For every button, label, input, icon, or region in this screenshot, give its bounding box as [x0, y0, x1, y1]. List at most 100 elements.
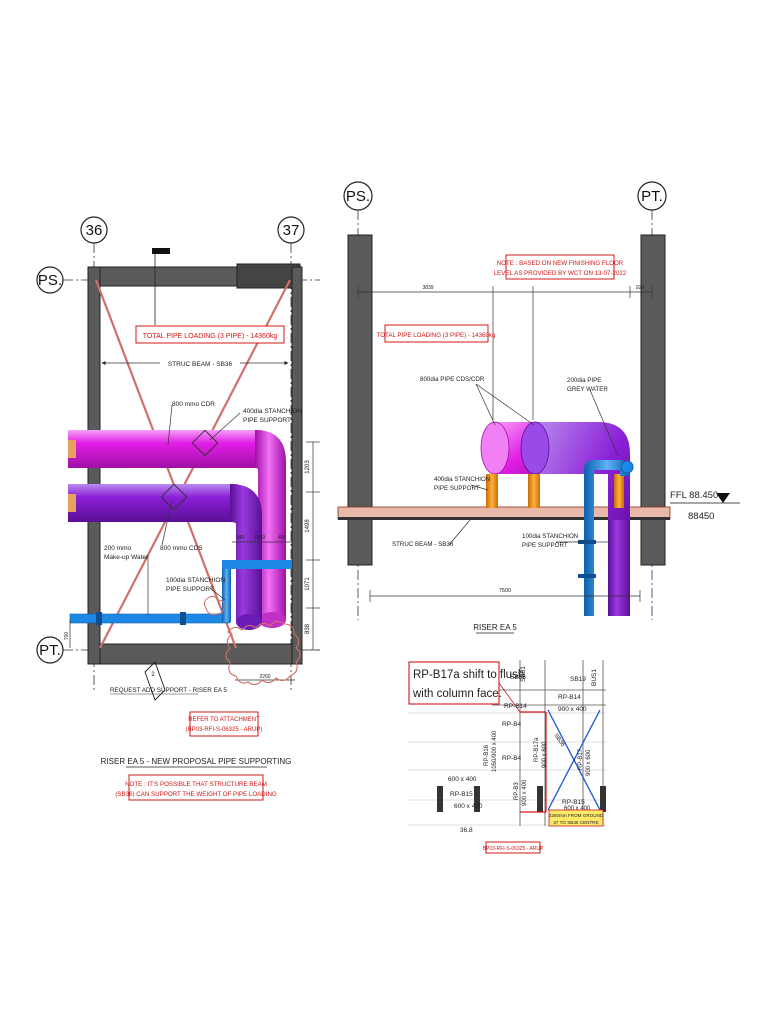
total-loading-box-left: TOTAL PIPE LOADING (3 PIPE) - 14360kg	[135, 325, 285, 344]
inset-bottom-val: 36.8	[460, 827, 473, 834]
grid-bubble-ps-right: PS.	[343, 181, 373, 211]
inset-rp-b4-b: RP-B4	[502, 755, 522, 762]
svg-text:TOTAL PIPE LOADING (3 PIPE) -: TOTAL PIPE LOADING (3 PIPE) - 14360kg	[377, 332, 496, 339]
revision-cloud-small	[203, 595, 225, 615]
svg-text:36: 36	[86, 222, 103, 239]
inset-yellow-note: 2250mm FROM GROUND 37 TO SB36 CENTRE	[548, 809, 604, 827]
flag-mark	[152, 248, 170, 254]
pipe-makeup-water	[69, 560, 292, 625]
dim-1000: 1000	[254, 535, 265, 541]
inset-rp-b14-size: 900 x 400	[558, 706, 587, 713]
grid-bubble-37: 37	[277, 216, 305, 244]
right-section: PS. PT. 3839 929 NOTE : BASED ON NEW FIN…	[337, 181, 740, 634]
inset-rp-b4-a: RP-B4	[502, 721, 522, 728]
inset-rp-b3-size: 900 x 400	[522, 779, 528, 806]
label-grey-water-l2: GREY WATER	[567, 386, 608, 393]
inset-rp-b17: RP-B17	[578, 748, 584, 770]
inset-rp-b16: RP-B16	[484, 744, 490, 766]
label-makeup-l2: Make-up Water	[104, 554, 149, 561]
ffl-note-box: NOTE : BASED ON NEW FINISHING FLOOR LEVE…	[494, 254, 627, 280]
label-pipe-cds-cdr: 800dia PIPE CDS/CDR	[420, 376, 485, 383]
dim-940: 940	[236, 535, 245, 541]
inset-sb19: SB19	[570, 676, 586, 683]
svg-text:NOTE : IT'S POSSIBLE THAT STRU: NOTE : IT'S POSSIBLE THAT STRUCTURE BEAM	[125, 781, 267, 788]
dim-700: 700	[64, 632, 70, 641]
pipe-800-cdr	[68, 430, 286, 628]
label-stanchion-400-l1: 400dia STANCHION	[243, 408, 302, 415]
svg-text:NOTE : BASED ON NEW FINISHING: NOTE : BASED ON NEW FINISHING FLOOR	[497, 260, 624, 267]
request-add-support: REQUEST ADD SUPPORT - RISER EA 5	[110, 687, 227, 694]
stanchion-400-symbol	[160, 429, 219, 511]
dim-929: 929	[636, 285, 645, 291]
label-800-cdr: 800 mmo CDR	[172, 401, 215, 408]
inset-600x400: 600 x 400	[448, 776, 477, 783]
label-grey-water-l1: 200dia PIPE	[567, 377, 601, 384]
grid-bubble-ps-left: PS.	[36, 266, 64, 294]
svg-text:PT.: PT.	[641, 188, 663, 205]
grid-bubble-pt-left: PT.	[36, 636, 64, 664]
svg-text:2: 2	[151, 672, 155, 678]
inset-rp-b17a-size: 900 x 600	[542, 741, 548, 768]
left-drawing-title: RISER EA 5 - NEW PROPOSAL PIPE SUPPORTIN…	[101, 757, 292, 766]
dim-1498: 1498	[305, 519, 311, 533]
svg-text:88450: 88450	[688, 511, 714, 522]
svg-text:REFER TO ATTACHMENT: REFER TO ATTACHMENT	[188, 717, 260, 723]
inset-rp-b15: RP-B15	[450, 791, 473, 798]
inset-rp-b15-r-size: 600 x 400	[564, 806, 591, 812]
dim-1071: 1071	[305, 577, 311, 591]
label-struc-beam-right: STRUC BEAM - SB36	[392, 541, 454, 548]
svg-text:2250mm FROM GROUND: 2250mm FROM GROUND	[549, 813, 604, 818]
structure-note-box: NOTE : IT'S POSSIBLE THAT STRUCTURE BEAM…	[115, 774, 277, 801]
inset-rp-b17a: RP-B17a	[534, 737, 540, 762]
svg-text:PT.: PT.	[39, 642, 61, 659]
inset-sb31: SB31	[520, 666, 527, 682]
dim-7500: 7500	[499, 588, 511, 594]
svg-text:LEVEL AS PROVIDED BY WCT ON 13: LEVEL AS PROVIDED BY WCT ON 13-07-2022	[494, 270, 627, 277]
total-loading-box-right: TOTAL PIPE LOADING (3 PIPE) - 14360kg	[377, 324, 496, 343]
label-stanchion-400-r1: 400dia STANCHION	[434, 476, 490, 483]
label-stanchion-100-l2: PIPE SUPPORT	[166, 586, 214, 593]
label-stanchion-100-r2: PIPE SUPPORT	[522, 542, 568, 549]
svg-text:STRUC BEAM - SB36: STRUC BEAM - SB36	[168, 361, 233, 368]
svg-text:PS.: PS.	[346, 188, 370, 205]
svg-text:FFL 88.450: FFL 88.450	[670, 490, 718, 501]
shift-callout: RP-B17a shift to flush with column face.	[408, 661, 524, 713]
label-makeup-l1: 200 mmo	[104, 545, 131, 552]
right-drawing-title: RISER EA 5	[473, 623, 517, 632]
beam-frame	[87, 263, 303, 665]
svg-text:37: 37	[283, 222, 300, 239]
svg-text:37 TO SB36 CENTRE: 37 TO SB36 CENTRE	[553, 820, 598, 825]
dim-2260: 2260	[259, 674, 270, 680]
grid-bubble-pt-right: PT.	[637, 181, 667, 211]
struc-beam-label-left: STRUC BEAM - SB36	[160, 357, 240, 369]
dim-1203: 1203	[305, 460, 311, 474]
inset-plan: RP-B17a shift to flush with column face.…	[408, 658, 608, 854]
inset-rp-b17-size: 900 x 600	[586, 749, 592, 776]
grid-bubble-36: 36	[80, 216, 108, 244]
ffl-level-marker: FFL 88.450 88450	[670, 490, 740, 522]
svg-text:(SB36) CAN SUPPORT THE WEIGHT: (SB36) CAN SUPPORT THE WEIGHT OF PIPE LO…	[115, 791, 277, 798]
svg-text:PS.: PS.	[38, 272, 62, 289]
dim-838: 838	[305, 623, 311, 634]
svg-text:TOTAL PIPE LOADING (3 PIPE) -: TOTAL PIPE LOADING (3 PIPE) - 14360kg	[143, 333, 278, 340]
stanchion-400-section	[486, 474, 624, 508]
refer-attachment-box: REFER TO ATTACHMENT (BP03-RFI-S-06325 - …	[186, 711, 263, 737]
inset-rp-b3: RP-B3	[514, 782, 520, 800]
inset-rp-b14-a: RP-B14	[504, 703, 527, 710]
inset-bus: BUS1	[591, 669, 598, 686]
pipe-grey-water-section	[578, 460, 634, 616]
label-stanchion-100-r1: 100dia STANCHION	[522, 533, 578, 540]
inset-reference-box: BP03-RFI-S-06325 - ARUP	[483, 841, 544, 854]
svg-text:BP03-RFI-S-06325 - ARUP: BP03-RFI-S-06325 - ARUP	[483, 846, 544, 852]
inset-rp-b14-b: RP-B14	[558, 694, 581, 701]
svg-text:RP-B17a shift to flush: RP-B17a shift to flush	[413, 669, 524, 681]
label-stanchion-400-l2: PIPE SUPPORT	[243, 417, 291, 424]
inset-sb36: SB36	[510, 674, 526, 681]
inset-rp-b16-size: 1050/900 x 400	[492, 730, 498, 772]
label-stanchion-100-l1: 100dia STANCHION	[166, 577, 225, 584]
left-plan: 36 37 PS. PT.	[36, 216, 320, 801]
svg-text:(BP03-RFI-S-06325 - ARUP): (BP03-RFI-S-06325 - ARUP)	[186, 727, 263, 733]
pipe-cds-section	[520, 421, 630, 616]
inset-rp-b15-r: RP-B15	[562, 799, 585, 806]
